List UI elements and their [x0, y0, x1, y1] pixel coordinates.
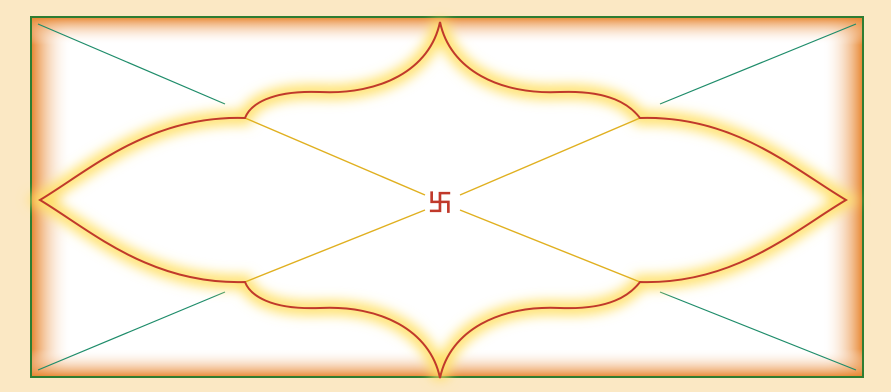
swastika-icon: 卐: [424, 190, 456, 216]
